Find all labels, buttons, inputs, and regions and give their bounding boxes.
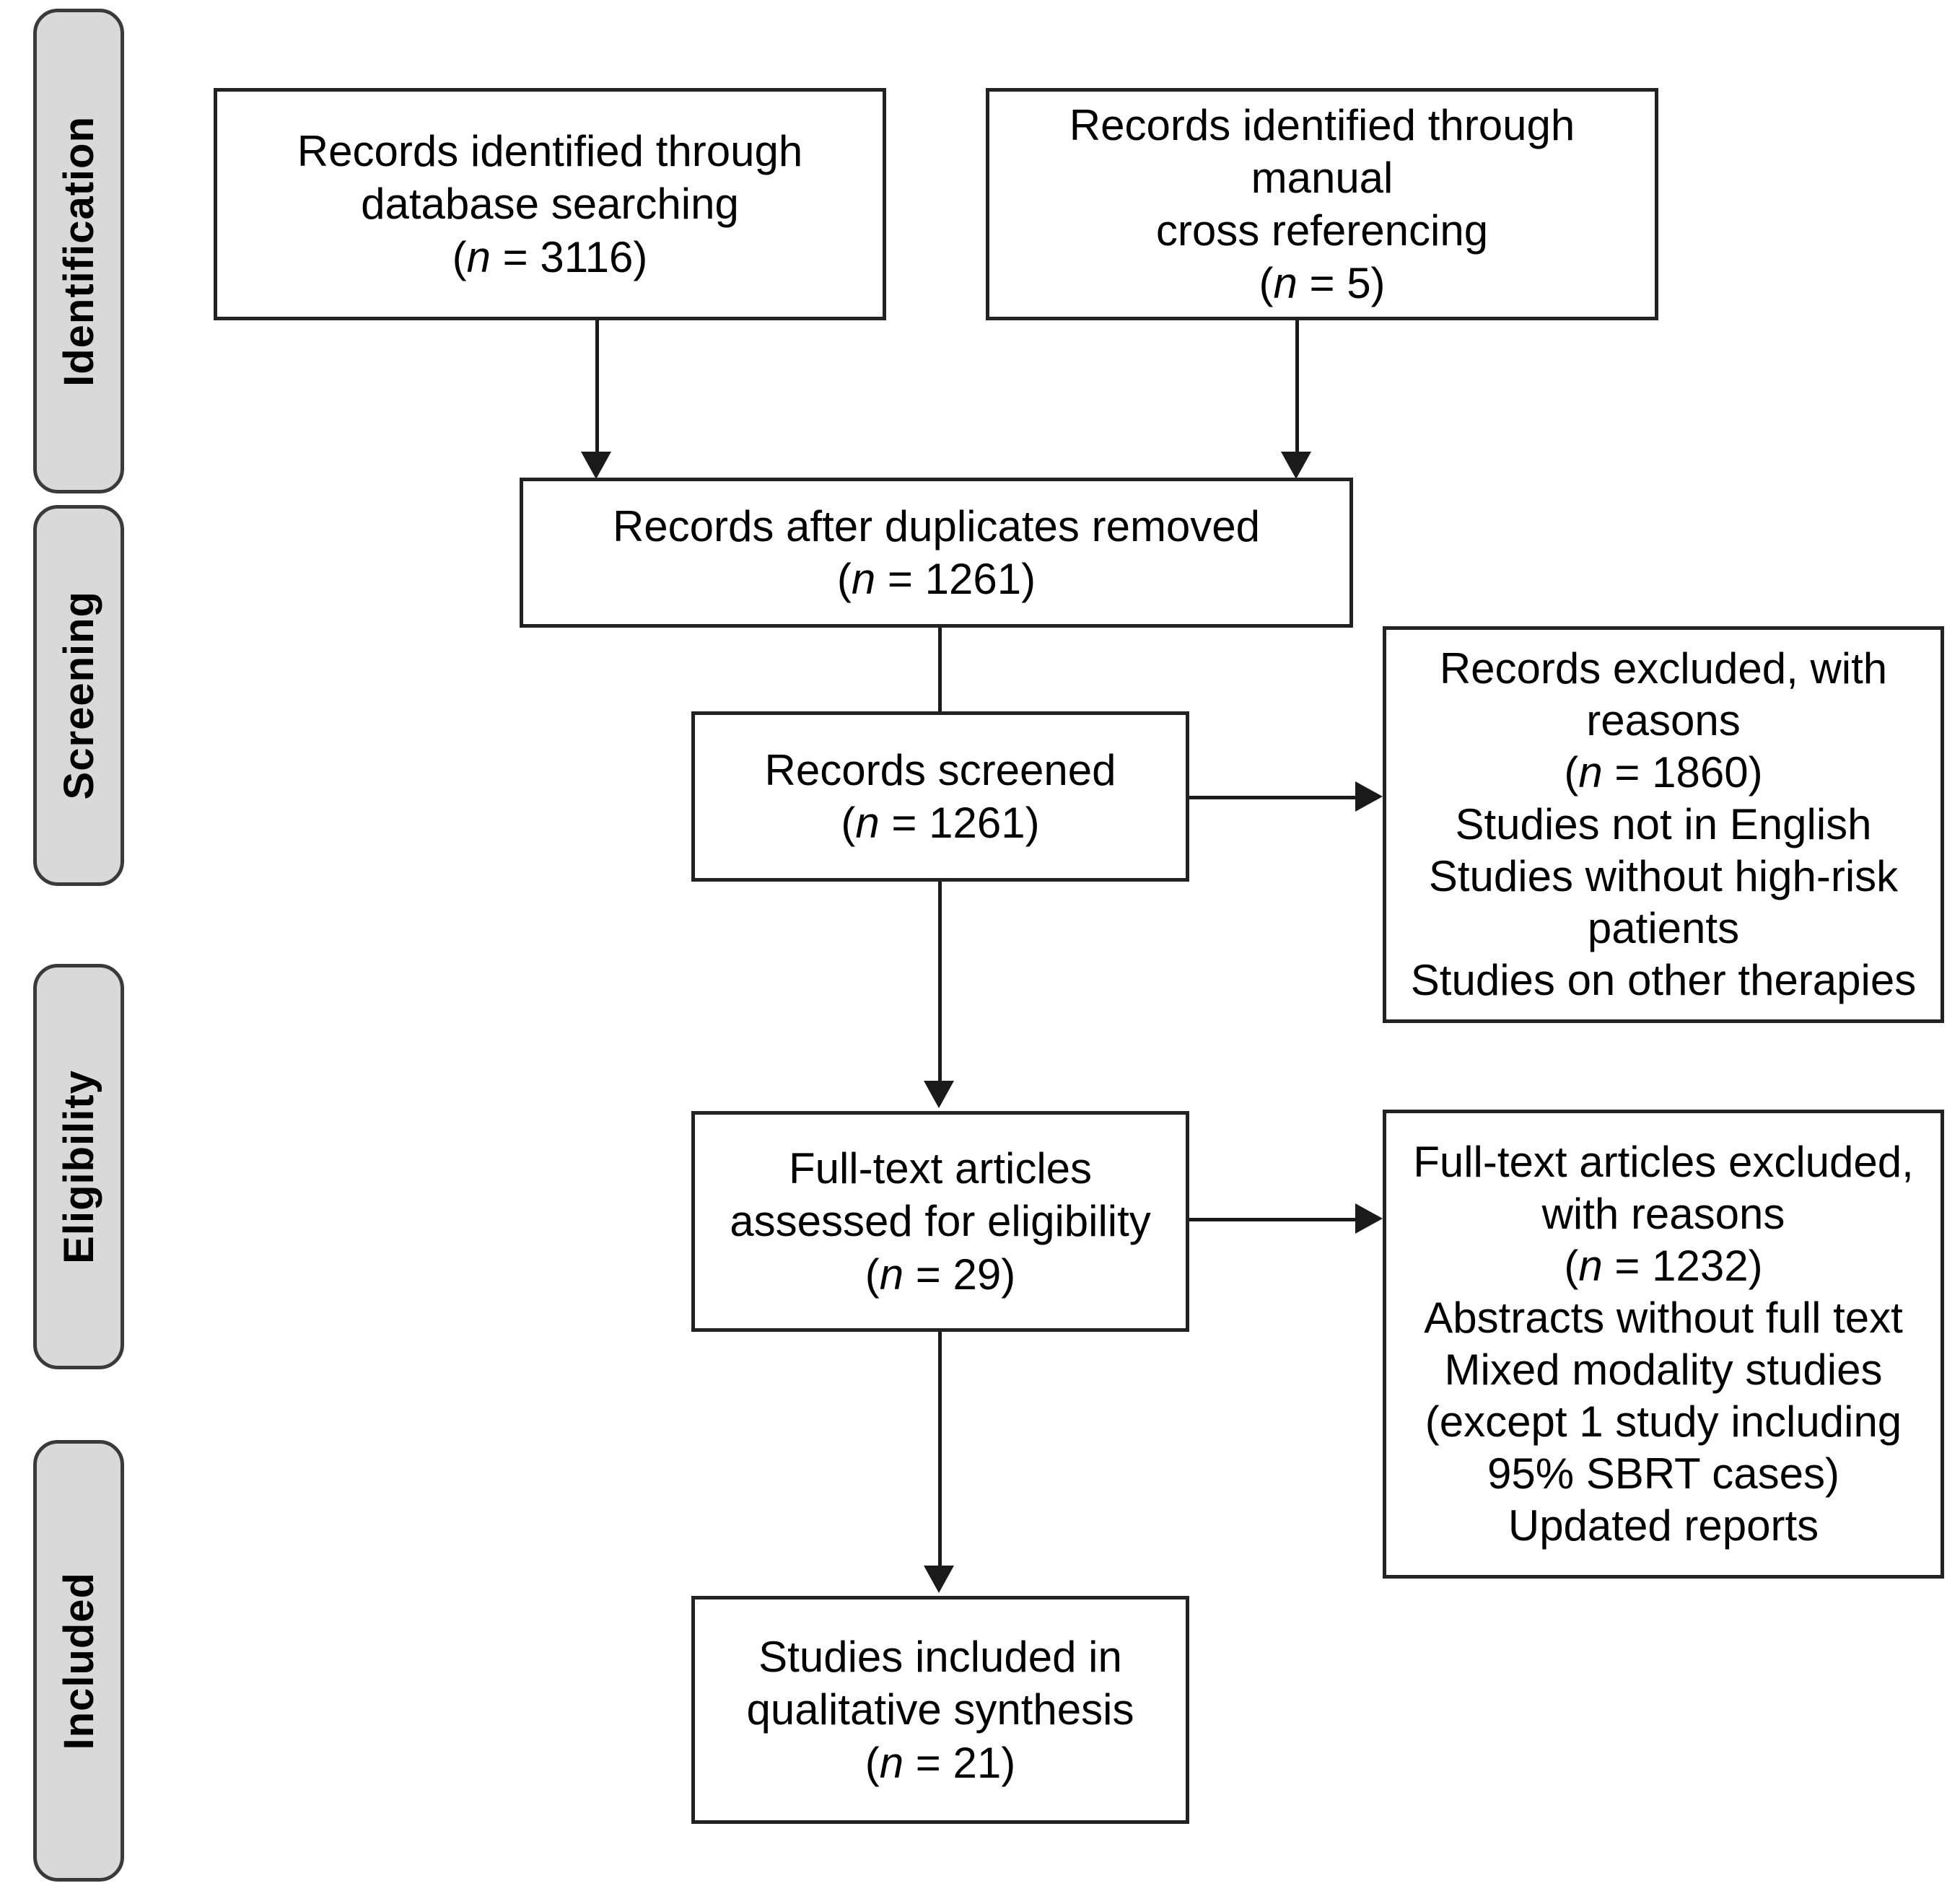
box-fulltext-excluded-text: Full-text articles excluded,with reasons… xyxy=(1413,1138,1914,1550)
connector-screened-to-excluded xyxy=(1189,796,1357,799)
connector-database-to-dedup xyxy=(595,320,599,456)
stage-pill-eligibility: Eligibility xyxy=(33,964,124,1369)
stage-label-screening: Screening xyxy=(55,591,102,800)
box-records-screened-text: Records screened(n = 1261) xyxy=(764,745,1116,847)
stage-pill-screening: Screening xyxy=(33,505,124,886)
arrowhead-fulltext-to-excluded xyxy=(1355,1203,1383,1234)
stage-label-identification: Identification xyxy=(55,115,102,387)
arrowhead-manual-to-dedup xyxy=(1281,452,1311,479)
arrowhead-screened-to-excluded xyxy=(1355,781,1383,812)
stage-pill-identification: Identification xyxy=(33,9,124,493)
arrowhead-screened-to-fulltext xyxy=(924,1081,954,1108)
connector-dedup-to-screened xyxy=(938,628,942,723)
stage-pill-included: Included xyxy=(33,1440,124,1882)
box-records-screened: Records screened(n = 1261) xyxy=(691,711,1189,882)
connector-fulltext-to-included xyxy=(938,1332,942,1570)
connector-screened-to-fulltext xyxy=(938,882,942,1085)
stage-label-eligibility: Eligibility xyxy=(55,1069,102,1264)
box-fulltext-excluded: Full-text articles excluded,with reasons… xyxy=(1383,1110,1944,1579)
box-records-after-duplicates-text: Records after duplicates removed(n = 126… xyxy=(612,501,1261,603)
arrowhead-database-to-dedup xyxy=(581,452,611,479)
box-records-after-duplicates: Records after duplicates removed(n = 126… xyxy=(520,478,1353,628)
connector-manual-to-dedup xyxy=(1295,320,1299,456)
connector-fulltext-to-excluded xyxy=(1189,1218,1357,1221)
arrowhead-fulltext-to-included xyxy=(924,1566,954,1593)
stage-label-included: Included xyxy=(55,1571,102,1750)
